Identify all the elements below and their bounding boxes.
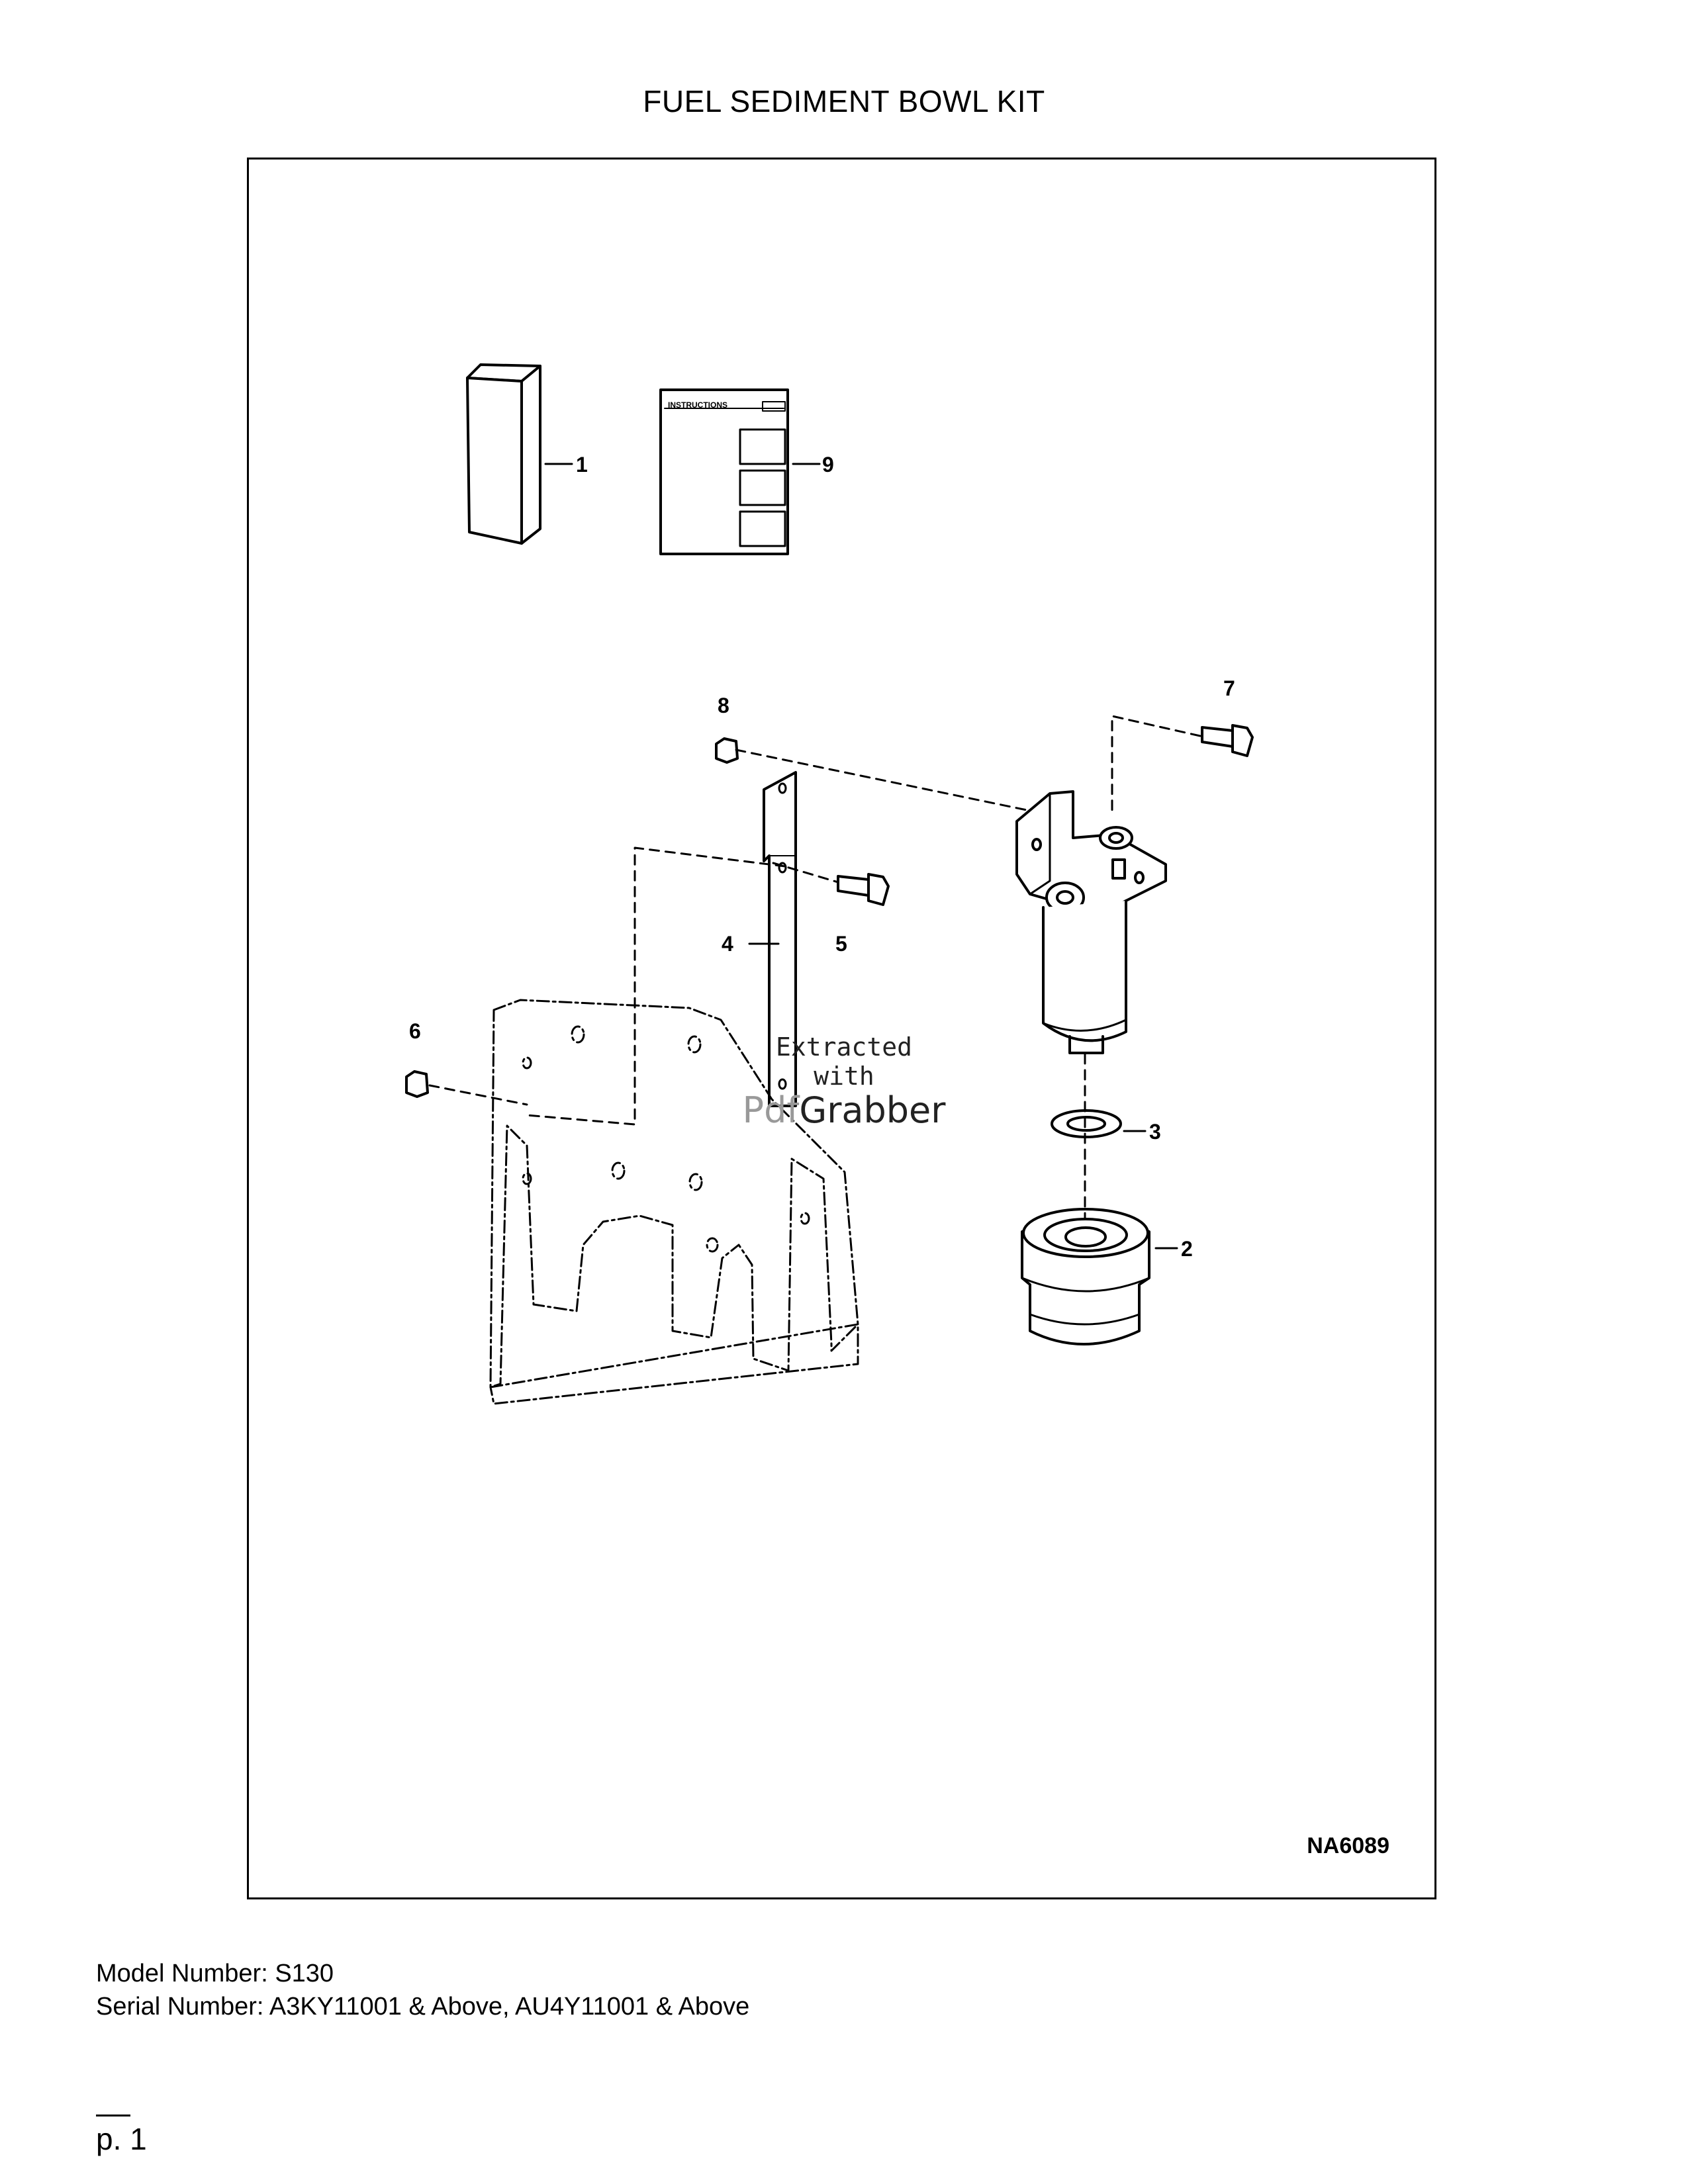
callout-3: 3	[1149, 1120, 1161, 1144]
page-number: p. 1	[96, 2122, 147, 2156]
filter-head-assembly	[1015, 790, 1167, 1054]
figure-frame: 1 9 8 7 4 5 6 3 2 INSTRUCTIONS NA6089	[247, 158, 1436, 1899]
callout-6: 6	[409, 1019, 421, 1043]
callout-5: 5	[835, 932, 847, 956]
nut-part-8	[715, 737, 739, 764]
model-number: Model Number: S130	[96, 1960, 334, 1987]
mounting-plate	[489, 999, 859, 1405]
page-title: FUEL SEDIMENT BOWL KIT	[643, 84, 1045, 118]
watermark-line-1: Extracted	[776, 1032, 912, 1062]
kit-box-part	[466, 363, 573, 545]
watermark: Extracted with PdfGrabber	[725, 1032, 963, 1130]
serial-number: Serial Number: A3KY11001 & Above, AU4Y11…	[96, 1993, 750, 2021]
instruction-sheet-part	[659, 388, 821, 555]
callout-9: 9	[822, 453, 834, 477]
gasket-part	[1051, 1109, 1147, 1138]
watermark-line-2: with	[814, 1062, 874, 1091]
assembly-lines	[428, 715, 1201, 1220]
page-divider	[96, 2115, 130, 2116]
watermark-brand-grabber: Grabber	[799, 1089, 946, 1131]
watermark-brand: PdfGrabber	[725, 1091, 963, 1130]
bolt-part-7	[1201, 724, 1254, 757]
nut-part-6	[405, 1070, 429, 1098]
instruction-sheet-heading: INSTRUCTIONS	[668, 400, 727, 410]
callout-labels: 1 9 8 7 4 5 6 3 2 INSTRUCTIONS	[409, 400, 1235, 1261]
callout-4: 4	[722, 932, 733, 956]
figure-id: NA6089	[1307, 1833, 1389, 1858]
callout-2: 2	[1181, 1237, 1193, 1261]
footer-info: Model Number: S130 Serial Number: A3KY11…	[96, 1957, 749, 2023]
sediment-bowl-part	[1021, 1208, 1178, 1345]
callout-8: 8	[718, 694, 729, 717]
bracket-part	[748, 771, 797, 1107]
callout-7: 7	[1223, 676, 1235, 700]
bolt-part-5	[837, 873, 890, 906]
callout-1: 1	[576, 453, 588, 477]
exploded-parts-diagram: 1 9 8 7 4 5 6 3 2 INSTRUCTIONS	[405, 363, 1254, 1405]
watermark-brand-pdf: Pdf	[742, 1089, 800, 1131]
